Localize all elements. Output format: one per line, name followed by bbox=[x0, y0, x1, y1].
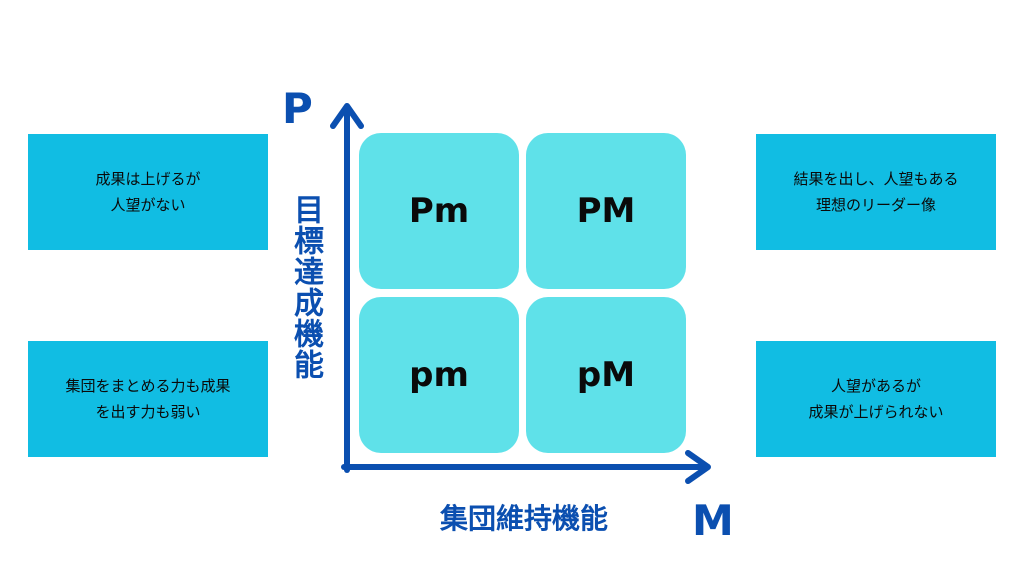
description-line: 成果が上げられない bbox=[808, 403, 944, 421]
x-axis-letter: M bbox=[692, 496, 734, 545]
y-axis-arrowhead bbox=[330, 103, 364, 129]
description-box-PM: 結果を出し、人望もある 理想のリーダー像 bbox=[756, 134, 996, 250]
y-axis-title: 目標達成機能 bbox=[288, 194, 323, 380]
description-line: を出す力も弱い bbox=[95, 403, 201, 421]
description-line: 成果は上げるが bbox=[95, 170, 201, 188]
description-line: 結果を出し、人望もある bbox=[793, 170, 959, 188]
quadrant-pM: pM bbox=[526, 297, 686, 453]
quadrant-pm: pm bbox=[359, 297, 519, 453]
quadrant-PM: PM bbox=[526, 133, 686, 289]
x-axis-title: 集団維持機能 bbox=[440, 502, 609, 535]
description-line: 人望がない bbox=[110, 196, 186, 214]
description-box-pM: 人望があるが 成果が上げられない bbox=[756, 341, 996, 457]
description-line: 理想のリーダー像 bbox=[815, 196, 936, 214]
description-box-pm-lower: 集団をまとめる力も成果 を出す力も弱い bbox=[28, 341, 268, 457]
description-box-pm-upper: 成果は上げるが 人望がない bbox=[28, 134, 268, 250]
y-axis-letter: P bbox=[282, 84, 313, 133]
description-line: 人望があるが bbox=[830, 377, 921, 395]
quadrant-Pm: Pm bbox=[359, 133, 519, 289]
description-line: 集団をまとめる力も成果 bbox=[65, 377, 231, 395]
x-axis-arrowhead bbox=[685, 450, 711, 484]
